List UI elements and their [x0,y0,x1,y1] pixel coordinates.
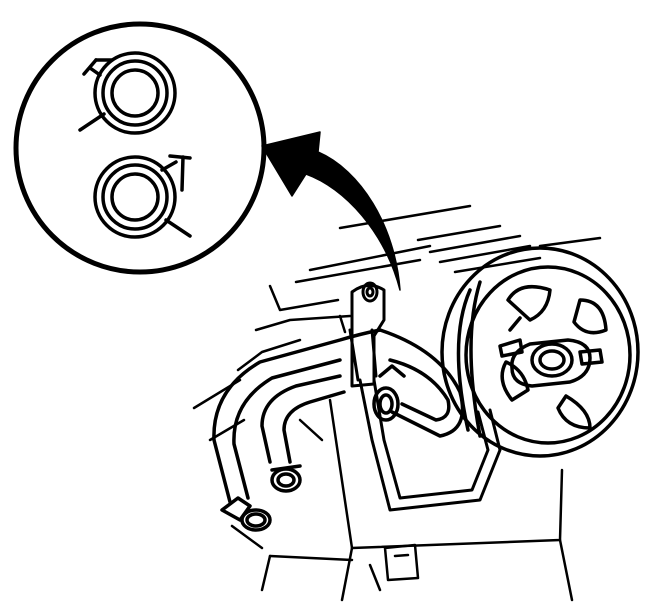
upper-hose-clamp [78,51,177,135]
callout-arrow [261,131,401,291]
pulley [440,246,640,458]
engine-block [192,204,602,602]
lower-hose-clamp [93,154,192,239]
detail-view [13,21,267,275]
mounting-bracket [350,281,386,388]
